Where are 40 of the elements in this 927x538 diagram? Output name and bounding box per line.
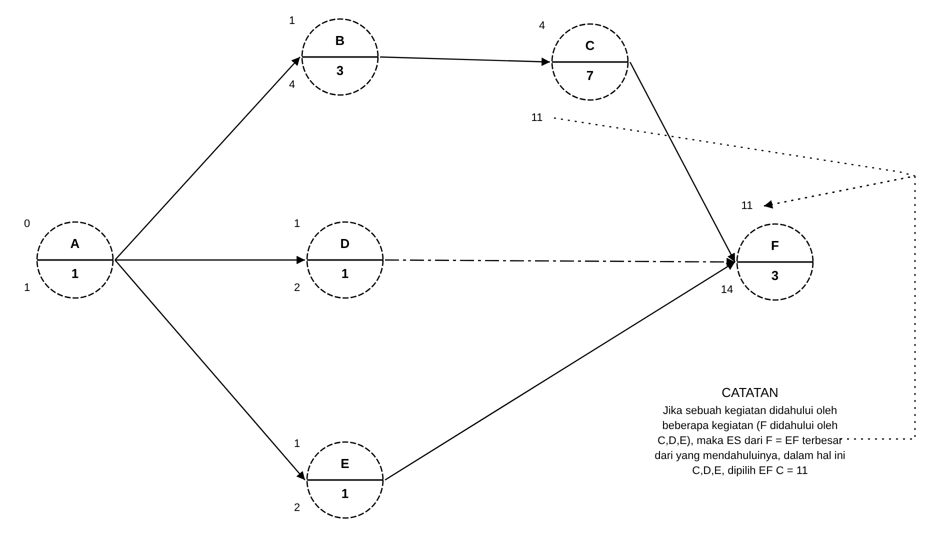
arrow [380,56,550,66]
note-heading: CATATAN [720,385,780,400]
finish-time-label: 1 [22,282,32,294]
finish-time-label: 2 [292,282,302,294]
finish-time-label: 4 [288,79,296,91]
start-time-label: 11 [732,200,762,212]
activity-name: F [770,238,780,253]
start-time-label: 1 [292,218,302,230]
activity-node [735,222,815,302]
start-time-label: 0 [22,218,32,230]
activity-node [35,220,115,300]
arrow [115,256,305,264]
finish-time-label: 11 [522,112,552,124]
finish-time-label: 2 [292,502,302,514]
activity-name: E [340,456,350,471]
activity-name: C [584,38,596,53]
activity-node [305,440,385,520]
duration-value: 1 [340,486,350,501]
arrow [629,62,736,262]
note-text: Jika sebuah kegiatan didahului oleh beberapa kegiatan (F didahului oleh C,D,E), maka ES dari F = EF terbesar dari yang mendahuluinya, dalam hal ini C,D,E, dipilih EF C = 11 [654,404,846,479]
arrow [114,56,300,260]
activity-node [305,220,385,300]
activity-node [550,22,630,102]
duration-value: 3 [335,63,345,78]
duration-value: 3 [770,268,780,283]
duration-value: 1 [70,266,80,281]
activity-node [300,17,380,97]
duration-value: 1 [340,266,350,281]
activity-name: D [339,236,351,251]
finish-time-label: 14 [720,284,734,296]
duration-value: 7 [585,68,595,83]
activity-name: B [334,33,346,48]
start-time-label: 1 [288,15,296,27]
start-time-label: 1 [292,438,302,450]
start-time-label: 4 [538,20,546,32]
arrow [114,260,306,480]
activity-name: A [69,236,81,251]
arrow [764,175,916,440]
arrow [385,258,735,266]
arrow [384,262,736,480]
